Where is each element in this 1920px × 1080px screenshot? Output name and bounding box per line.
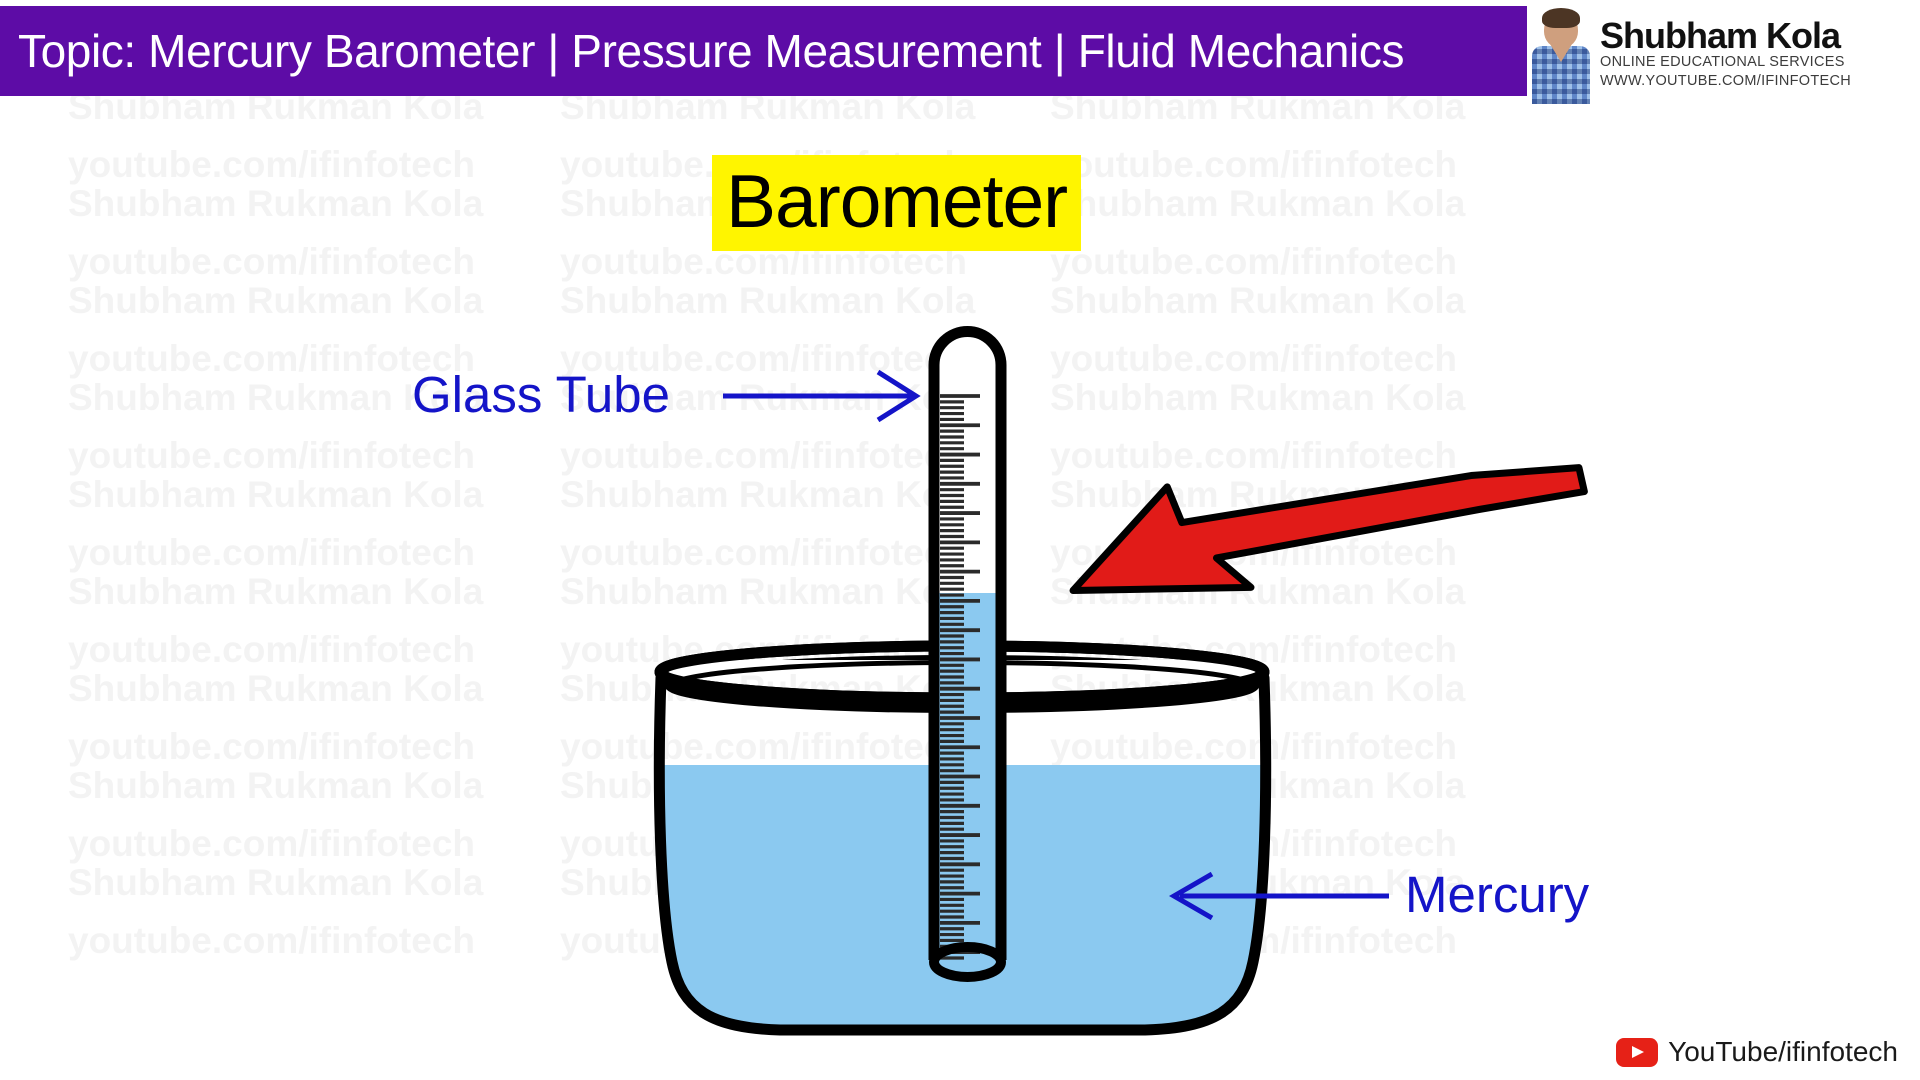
red-pointer-arrow-icon — [1069, 464, 1588, 594]
glass-tube-label: Glass Tube — [412, 366, 670, 423]
youtube-play-icon[interactable] — [1616, 1037, 1659, 1067]
footer-channel-label: YouTube/ifinfotech — [1668, 1036, 1898, 1067]
tube-outline — [928, 326, 1007, 960]
footer-channel-badge[interactable]: YouTube/ifinfotech — [1616, 1036, 1898, 1068]
presenter-photo — [1530, 4, 1592, 104]
brand-block: Shubham Kola ONLINE EDUCATIONAL SERVICES… — [1528, 0, 1920, 108]
tube-bottom-opening — [929, 942, 1006, 982]
header-topic-title: Topic: Mercury Barometer | Pressure Meas… — [18, 25, 1405, 77]
mercury-label: Mercury — [1405, 866, 1590, 923]
mercury-arrowhead-icon — [1169, 871, 1214, 921]
brand-url: WWW.YOUTUBE.COM/IFINFOTECH — [1600, 72, 1852, 89]
photo-hair — [1542, 8, 1580, 28]
slide-title: Barometer — [712, 155, 1082, 251]
beaker-body-outline — [653, 672, 1272, 1036]
tube-graduation-ticks — [940, 394, 980, 960]
brand-tagline: ONLINE EDUCATIONAL SERVICES — [1600, 54, 1845, 71]
brand-text-block: Shubham Kola ONLINE EDUCATIONAL SERVICES… — [1592, 14, 1920, 90]
glass-tube-arrowhead-icon — [876, 369, 921, 423]
brand-name: Shubham Kola — [1600, 14, 1841, 56]
beaker-rim-mask — [669, 660, 1255, 684]
header-bar: Topic: Mercury Barometer | Pressure Meas… — [0, 6, 1527, 96]
